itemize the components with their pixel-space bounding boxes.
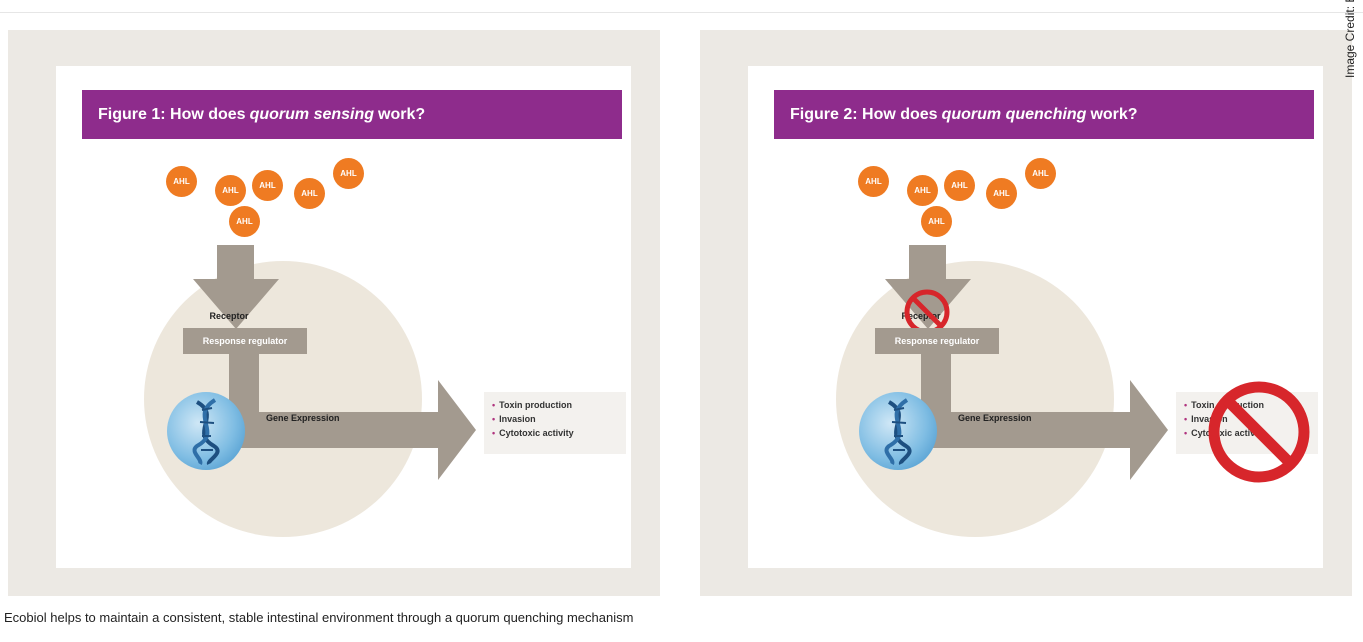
ahl-molecule: AHL bbox=[166, 166, 197, 197]
gene-expression-label: Gene Expression bbox=[958, 413, 1032, 423]
outcome-item: •Toxin production bbox=[492, 400, 572, 410]
response-regulator-box: Response regulator bbox=[183, 328, 307, 354]
ahl-molecule: AHL bbox=[1025, 158, 1056, 189]
signal-arrows bbox=[885, 245, 1168, 480]
gene-expression-arrow bbox=[921, 380, 1168, 480]
ahl-molecule: AHL bbox=[921, 206, 952, 237]
figure-1-title-emphasis: quorum sensing bbox=[249, 105, 375, 123]
top-rule bbox=[0, 0, 1363, 13]
dna-helix-icon bbox=[859, 392, 937, 470]
ahl-molecule: AHL bbox=[986, 178, 1017, 209]
receptor-label: Receptor bbox=[901, 311, 941, 321]
regulator-connector bbox=[229, 354, 259, 412]
ahl-molecule: AHL bbox=[944, 170, 975, 201]
receptor-label: Receptor bbox=[209, 311, 249, 321]
figure-caption: Ecobiol helps to maintain a consistent, … bbox=[4, 610, 634, 625]
image-credit: Image Credit: Evonik bbox=[1343, 0, 1357, 78]
receptor-arrow bbox=[885, 245, 971, 329]
ahl-molecule: AHL bbox=[858, 166, 889, 197]
figure-2-panel: Figure 2: How does quorum quenching work… bbox=[700, 30, 1352, 596]
response-regulator-box: Response regulator bbox=[875, 328, 999, 354]
figure-2-title-prefix: Figure 2: How does bbox=[790, 105, 938, 123]
figure-1-slide: Figure 1: How does quorum sensing work? … bbox=[56, 66, 631, 568]
figure-1-title: Figure 1: How does quorum sensing work? bbox=[82, 90, 622, 139]
signal-arrows bbox=[193, 245, 476, 480]
prohibition-icon bbox=[1208, 381, 1310, 483]
ahl-molecule: AHL bbox=[229, 206, 260, 237]
gene-expression-label: Gene Expression bbox=[266, 413, 340, 423]
figure-1-panel: Figure 1: How does quorum sensing work? … bbox=[8, 30, 660, 596]
gene-expression-arrow bbox=[229, 380, 476, 480]
regulator-connector bbox=[921, 354, 951, 412]
ahl-molecule: AHL bbox=[252, 170, 283, 201]
outcome-item: •Cytotoxic activity bbox=[492, 428, 574, 438]
figure-2-title: Figure 2: How does quorum quenching work… bbox=[774, 90, 1314, 139]
ahl-molecule: AHL bbox=[907, 175, 938, 206]
figure-2-title-emphasis: quorum quenching bbox=[941, 105, 1087, 123]
ahl-molecule: AHL bbox=[215, 175, 246, 206]
figure-2-slide: Figure 2: How does quorum quenching work… bbox=[748, 66, 1323, 568]
figure-2-title-suffix: work? bbox=[1090, 105, 1138, 123]
ahl-molecule: AHL bbox=[294, 178, 325, 209]
figure-1-title-suffix: work? bbox=[378, 105, 426, 123]
figure-1-title-prefix: Figure 1: How does bbox=[98, 105, 246, 123]
receptor-arrow bbox=[193, 245, 279, 329]
outcome-item: •Invasion bbox=[1184, 414, 1228, 424]
outcome-item: •Invasion bbox=[492, 414, 536, 424]
outcome-item: •Cytotoxic activity bbox=[1184, 428, 1266, 438]
outcomes-list: •Toxin production •Invasion •Cytotoxic a… bbox=[484, 392, 626, 454]
dna-helix-icon bbox=[167, 392, 245, 470]
ahl-molecule: AHL bbox=[333, 158, 364, 189]
